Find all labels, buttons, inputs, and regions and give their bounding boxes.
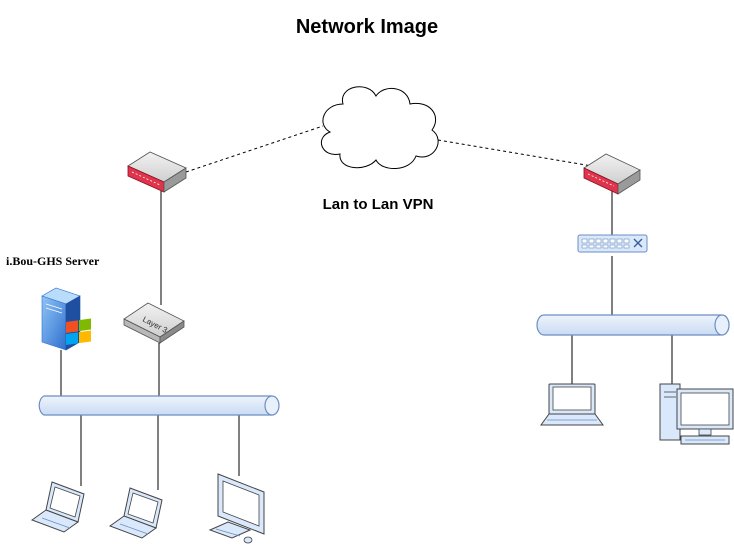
layer3-switch-icon: Layer 3 — [123, 302, 185, 344]
laptop-icon — [30, 481, 85, 533]
desktop-icon — [208, 473, 265, 544]
bus-icon — [38, 395, 280, 416]
server-label: i.Bou-GHS Server — [6, 254, 100, 268]
diagram-title: Network Image — [295, 16, 439, 38]
desktop-icon — [659, 383, 734, 445]
hub-icon — [577, 234, 648, 253]
cloud-icon — [320, 86, 439, 169]
router-icon — [583, 153, 641, 195]
router-icon — [127, 151, 187, 193]
link-router-left-to-cloud — [185, 125, 324, 173]
bus-icon — [536, 314, 730, 336]
links — [60, 125, 673, 490]
laptop-icon — [540, 383, 604, 426]
link-cloud-to-router-right — [437, 139, 593, 167]
windows-server-icon — [41, 287, 91, 351]
laptop-icon — [108, 487, 163, 539]
vpn-label: Lan to Lan VPN — [322, 196, 434, 213]
